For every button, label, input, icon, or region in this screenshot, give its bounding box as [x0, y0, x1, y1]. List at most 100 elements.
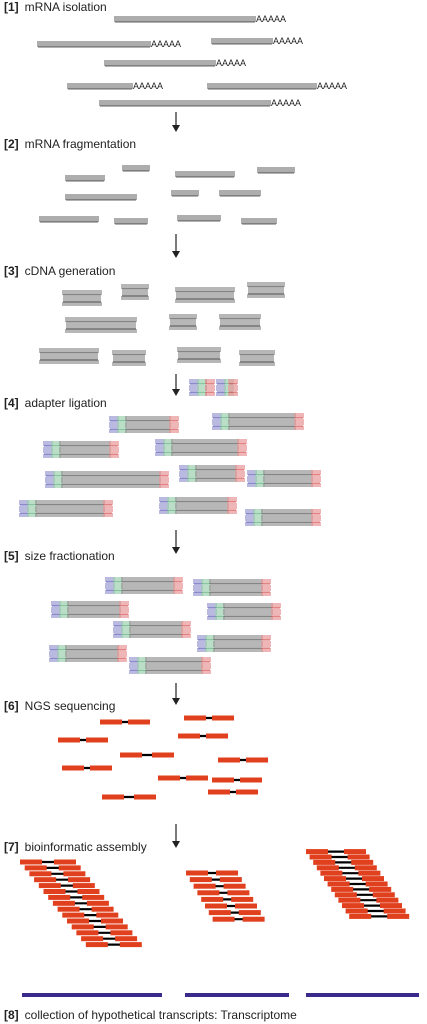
assembly-read-end-right [101, 918, 123, 924]
step-label-3: [3]cDNA generation [4, 264, 115, 278]
assembly-read-end-left [76, 930, 99, 936]
sequencing-read-end-left [212, 777, 234, 783]
step-title: mRNA isolation [24, 0, 107, 14]
transcript-bar [22, 993, 162, 997]
assembly-read-end-right [115, 936, 138, 942]
sequencing-read-end-left [62, 765, 84, 771]
free-adapter [189, 379, 215, 396]
size-selected-fragment [51, 601, 129, 618]
step-label-7: [7]bioinformatic assembly [4, 840, 147, 854]
size-selected-fragment [129, 657, 211, 674]
assembly-read-end-right [105, 924, 128, 930]
mrna-fragment [219, 190, 261, 197]
free-adapter [216, 379, 238, 396]
polya-tail: AAAAA [216, 58, 246, 68]
assembly-read-end-right [372, 892, 395, 898]
cdna-fragment [65, 317, 137, 333]
assembly-read-end-left [52, 900, 75, 906]
step-number: [1] [4, 0, 19, 14]
size-selected-fragment [113, 621, 191, 638]
assembly-read-end-right [365, 881, 388, 887]
step-number: [4] [4, 396, 19, 410]
assembly-read-end-left [71, 924, 94, 930]
assembly-read-end-left [327, 881, 350, 887]
assembly-read-end-right [354, 865, 377, 871]
assembly-read-end-right [91, 906, 114, 912]
assembly-read-end-right [358, 870, 381, 876]
mrna-fragment [122, 165, 150, 172]
step-label-1: [1] mRNA isolation [4, 0, 107, 14]
sequencing-read-end-right [128, 719, 150, 725]
polya-tail: AAAAA [271, 98, 301, 108]
assembly-read-end-left [34, 877, 57, 883]
transcript-bar [185, 993, 289, 997]
assembly-read-end-right [369, 886, 392, 892]
step-label-4: [4] adapter ligation [4, 396, 107, 410]
ligated-fragment [43, 441, 119, 458]
step-title: collection of hypothetical transcripts: … [24, 1008, 297, 1022]
ligated-fragment [159, 497, 237, 514]
ligated-fragment [109, 416, 179, 433]
mrna-fragment [65, 175, 105, 182]
step-title: bioinformatic assembly [24, 840, 147, 854]
step-label-8: [8] collection of hypothetical transcript… [4, 1008, 297, 1022]
mrna-fragment [114, 218, 148, 225]
mrna-fragment [241, 218, 277, 225]
mrna-fragment [39, 216, 99, 223]
size-selected-fragment [49, 645, 127, 662]
assembly-read-end-left [48, 894, 71, 900]
assembly-read-end-left [20, 859, 42, 865]
cdna-fragment [169, 314, 197, 330]
mrna-strand [99, 100, 271, 107]
assembly-read-end-left [338, 897, 361, 903]
mrna-fragment [175, 171, 235, 178]
sequencing-read-end-left [102, 794, 124, 800]
step-title: NGS sequencing [24, 699, 116, 713]
ligated-fragment [247, 470, 321, 487]
assembly-read-end-left [85, 942, 108, 948]
cdna-fragment [112, 350, 146, 366]
assembly-read-end-right [387, 913, 410, 919]
step-label-2: [2]mRNA fragmentation [4, 137, 136, 151]
step-number: [3] [4, 264, 19, 278]
assembly-read-end-right [63, 871, 86, 877]
cdna-fragment [175, 287, 235, 303]
cdna-fragment [239, 350, 275, 366]
arrow-2-head [172, 251, 180, 258]
ligated-fragment [179, 465, 245, 482]
assembly-read-end-left [349, 913, 372, 919]
polya-tail: AAAAA [151, 39, 181, 49]
mrna-strand [207, 83, 317, 90]
assembly-read-end-right [86, 900, 109, 906]
mrna-strand [114, 16, 256, 23]
assembly-read-end-left [205, 903, 227, 909]
sequencing-read-end-left [158, 775, 180, 781]
assembly-read-end-right [380, 903, 402, 909]
mrna-strand [104, 60, 216, 67]
assembly-read-end-left [342, 903, 364, 909]
step-title: adapter ligation [24, 396, 107, 410]
assembly-read-end-right [231, 896, 254, 902]
cdna-fragment [247, 282, 285, 298]
step-label-5: [5]size fractionation [4, 549, 115, 563]
cdna-fragment [121, 284, 149, 300]
step-number: [5] [4, 549, 19, 563]
assembly-read-end-left [316, 865, 339, 871]
polya-tail: AAAAA [273, 36, 303, 46]
step-number: [8] [4, 1008, 19, 1022]
arrow-3-head [172, 389, 180, 396]
assembly-read-end-left [186, 870, 208, 876]
assembly-read-end-right [344, 849, 366, 855]
sequencing-read-end-right [134, 794, 156, 800]
assembly-read-end-right [68, 877, 91, 883]
sequencing-read-end-right [86, 737, 108, 743]
mrna-strand [211, 38, 273, 45]
assembly-read-end-left [81, 936, 104, 942]
assembly-read-end-left [212, 916, 235, 922]
assembly-read-end-left [208, 910, 231, 916]
assembly-read-end-left [201, 896, 224, 902]
sequencing-read-end-left [218, 757, 240, 763]
mrna-fragment [257, 167, 295, 174]
sequencing-read-end-right [206, 733, 228, 739]
